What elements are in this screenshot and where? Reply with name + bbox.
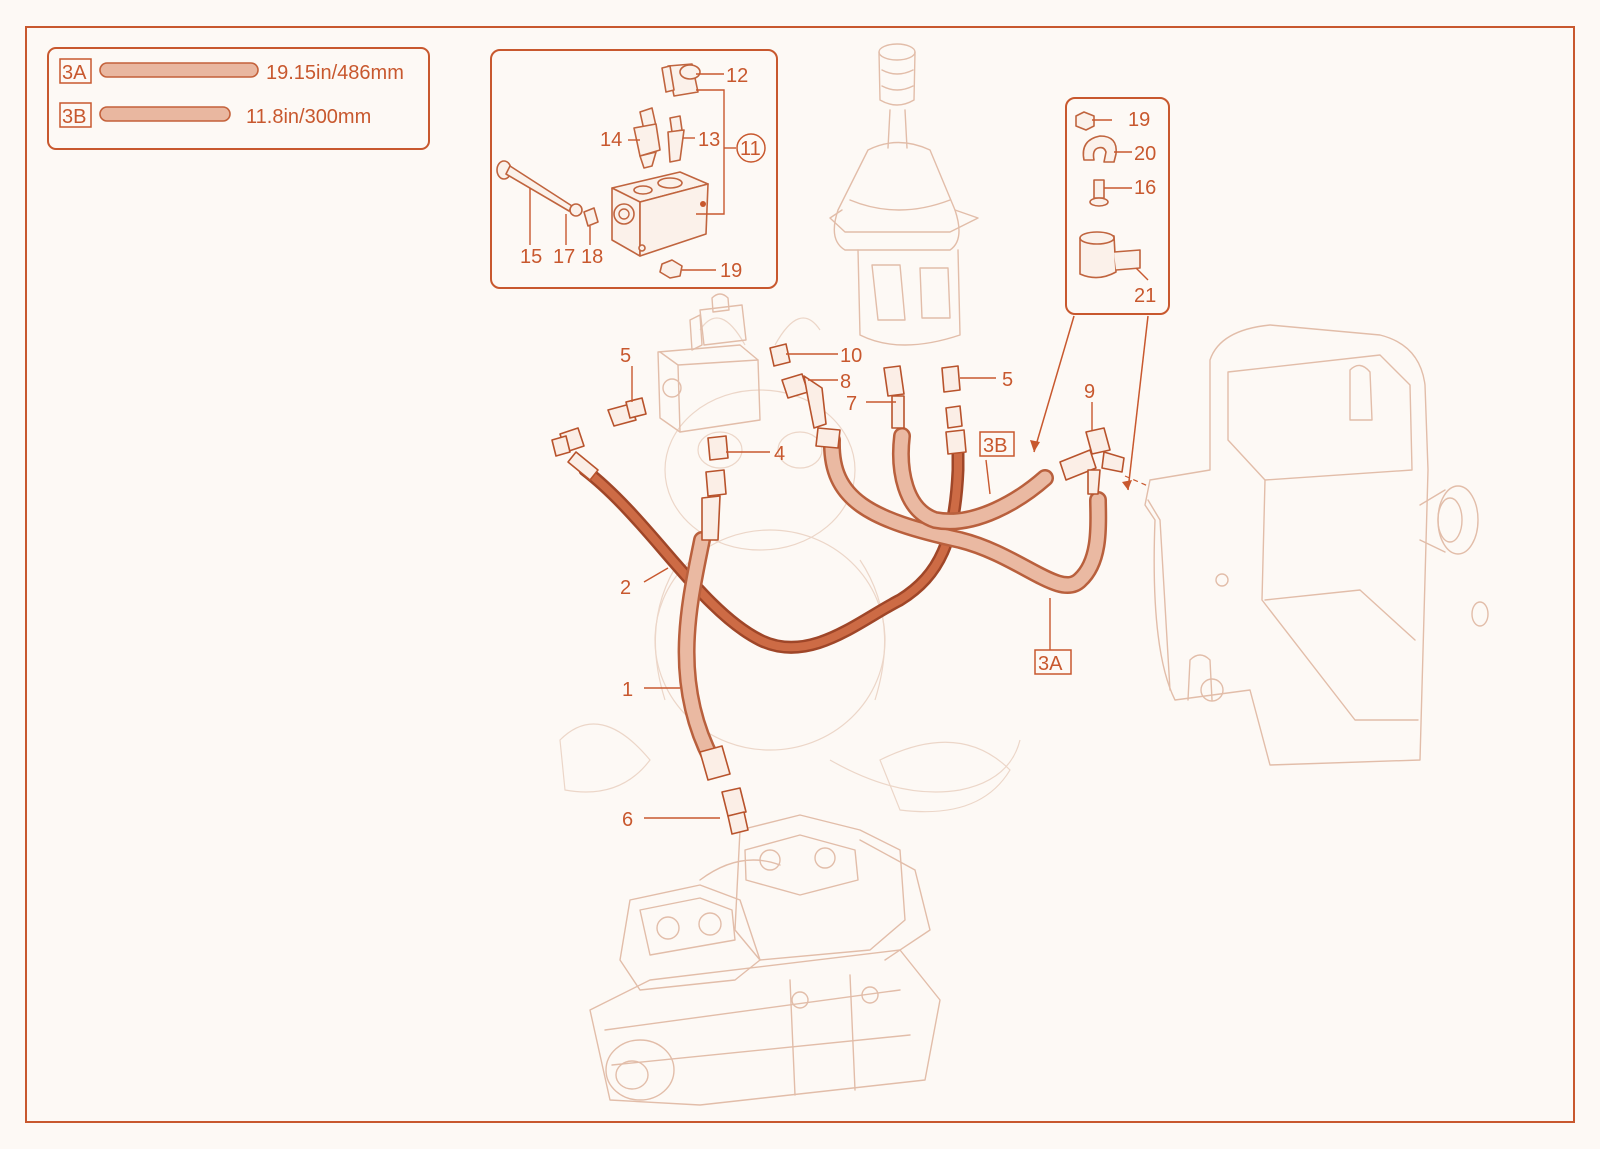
label-18: 18 — [581, 246, 603, 268]
hose-2 — [578, 439, 965, 654]
legend-tag-box — [59, 58, 92, 84]
legend-tag-box — [59, 102, 92, 128]
nut-part-19 — [1075, 111, 1095, 131]
hose-3b — [891, 427, 1054, 531]
hose-group — [578, 427, 1108, 769]
label-16: 16 — [1134, 177, 1156, 199]
legend-length-3b: 11.8in/300mm — [246, 106, 371, 128]
fitting-7 — [883, 365, 905, 429]
spacer-part-18 — [583, 207, 599, 227]
legend-tag-3a: 3A — [62, 62, 87, 84]
label-19: 19 — [1128, 109, 1150, 131]
fitting-8 — [781, 373, 841, 449]
callout-6: 6 — [622, 809, 633, 831]
label-19: 19 — [720, 260, 742, 282]
callout-1: 1 — [622, 679, 633, 701]
hose-swatch-3a — [99, 62, 259, 78]
hose-tag-3b-text: 3B — [983, 435, 1007, 457]
fitting-6 — [699, 745, 749, 835]
bolt-part-16 — [1093, 179, 1105, 199]
callout-labels: 5 10 8 7 5 9 4 2 1 6 — [620, 345, 1095, 831]
callout-5-left: 5 — [620, 345, 631, 367]
valve-block-ghost — [657, 293, 761, 433]
hose-tag-3a: 3A — [1034, 649, 1072, 675]
callout-7: 7 — [846, 393, 857, 415]
assembly-circle-11 — [736, 133, 766, 163]
washer-part-17 — [569, 203, 583, 217]
legend-box: 3A 19.15in/486mm 3B 11.8in/300mm — [47, 47, 430, 150]
label-13: 13 — [698, 129, 720, 151]
clamp-part-20 — [1082, 135, 1117, 163]
callout-9: 9 — [1084, 381, 1095, 403]
hose-swatch-3b — [99, 106, 231, 122]
fitting-5-left — [607, 397, 647, 427]
clamp-arrows — [1030, 315, 1149, 491]
callout-10: 10 — [840, 345, 862, 367]
valve-block-part — [611, 171, 709, 257]
clamp-part-21 — [1079, 231, 1141, 279]
hose-tag-3b: 3B — [979, 431, 1015, 457]
legend-tag-3b: 3B — [62, 106, 86, 128]
callout-leaders — [631, 353, 1093, 819]
label-17: 17 — [553, 246, 575, 268]
cartridge-part-13 — [667, 115, 685, 163]
fitting-10 — [769, 343, 791, 367]
watermark-figure — [559, 317, 1021, 813]
label-14: 14 — [600, 129, 622, 151]
callout-5-right: 5 — [1002, 369, 1013, 391]
label-20: 20 — [1134, 143, 1156, 165]
fitting-5-right — [941, 365, 967, 455]
label-11: 11 — [740, 138, 761, 160]
hose-tag-3a-text: 3A — [1038, 653, 1063, 675]
callout-8: 8 — [840, 371, 851, 393]
legend-length-3a: 19.15in/486mm — [266, 62, 404, 84]
callout-2: 2 — [620, 577, 631, 599]
tank-ghost — [1144, 324, 1489, 766]
hose-3a — [822, 431, 1108, 594]
connector-part-12 — [661, 63, 701, 97]
fittings — [551, 343, 1125, 835]
pump-ghost — [589, 814, 941, 1106]
fitting-4 — [701, 435, 729, 541]
legend-item-3a: 3A 19.15in/486mm — [59, 58, 404, 84]
elbow-fitting-left — [551, 427, 599, 481]
label-12: 12 — [726, 65, 748, 87]
sensor-part-14 — [633, 107, 661, 169]
label-15: 15 — [520, 246, 542, 268]
valve-inset: 12 13 14 11 15 17 18 19 — [490, 49, 778, 289]
joystick-ghost — [829, 43, 979, 346]
label-21: 21 — [1134, 285, 1156, 307]
nut-part-19 — [659, 259, 683, 279]
callout-4: 4 — [774, 443, 785, 465]
legend-item-3b: 3B 11.8in/300mm — [59, 102, 371, 128]
valve-inset-leaders — [529, 73, 736, 271]
ghost-components — [559, 43, 1489, 1106]
drawing-frame — [25, 26, 1575, 1123]
hose-1 — [677, 531, 721, 769]
fitting-9-tee — [1059, 427, 1125, 495]
bolt-part-15 — [496, 160, 573, 212]
clamp-inset: 19 20 16 21 — [1065, 97, 1170, 315]
